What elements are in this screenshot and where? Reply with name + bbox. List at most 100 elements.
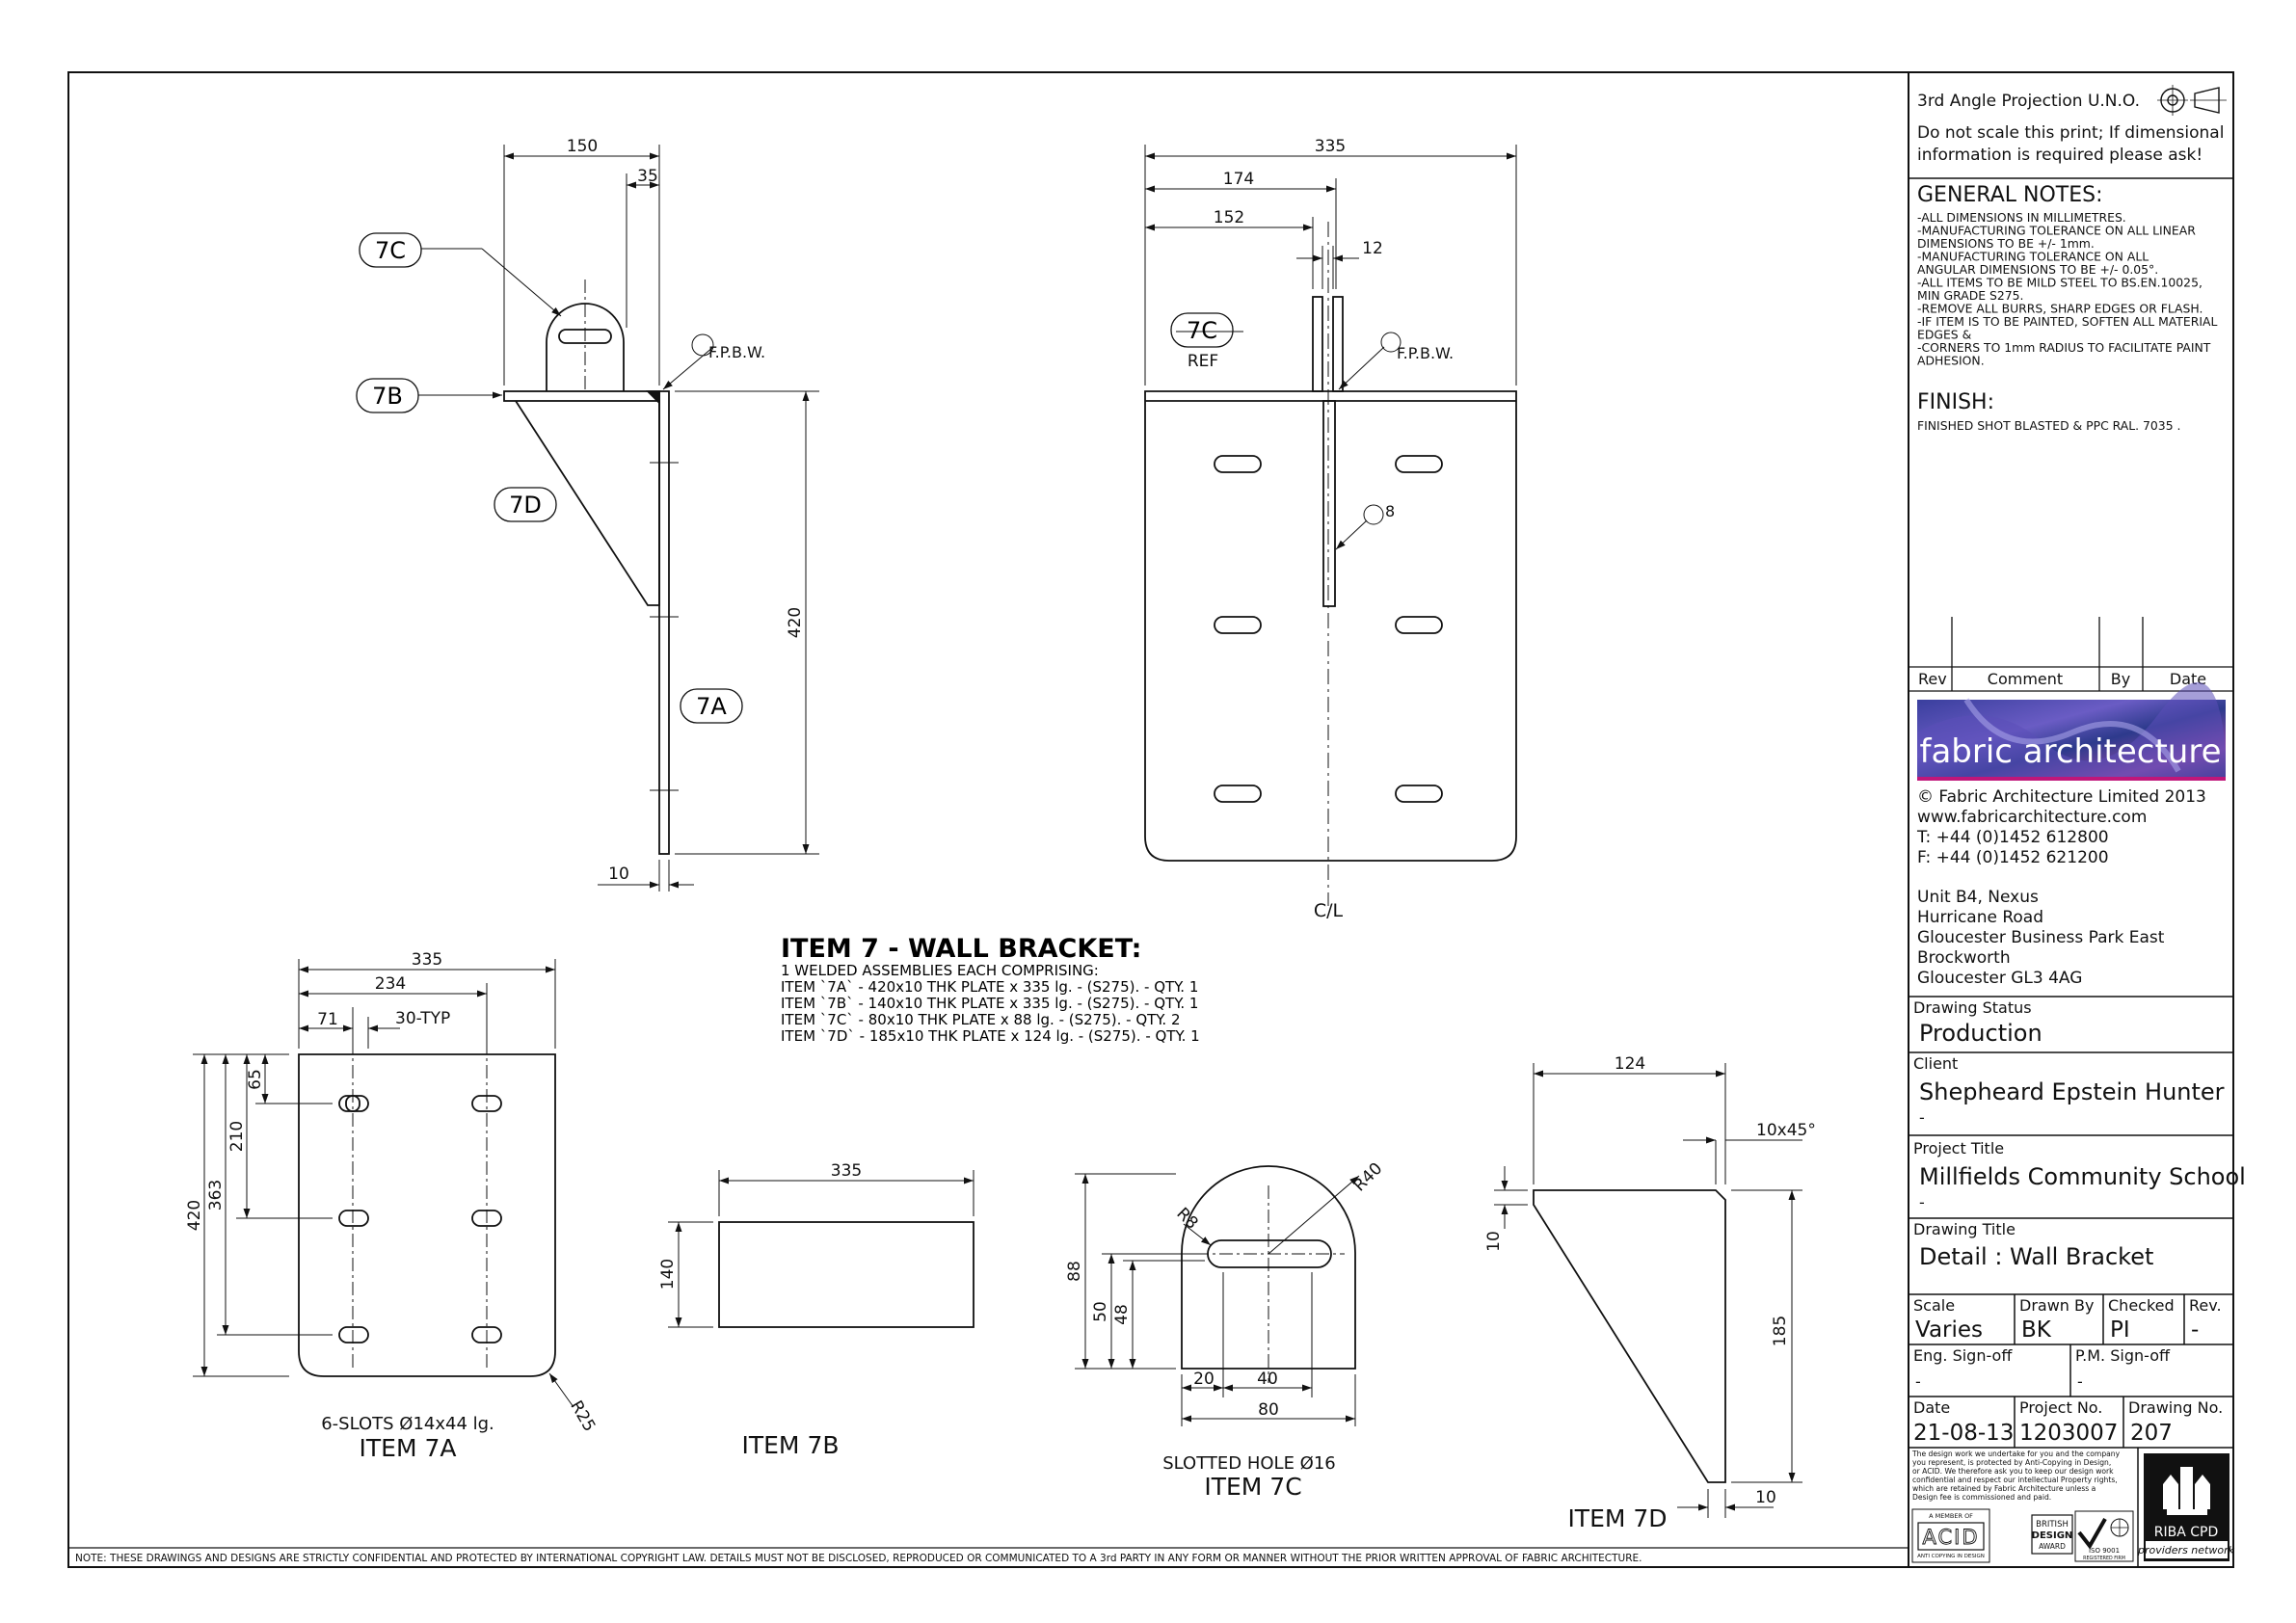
slotted-hole-note: SLOTTED HOLE Ø16 — [1162, 1453, 1336, 1474]
title-block-grid — [1909, 996, 2233, 1567]
date-value: 21-08-13 — [1913, 1421, 2014, 1446]
address-line-5: Gloucester GL3 4AG — [1917, 969, 2082, 988]
title-block: 3rd Angle Projection U.N.O. Do not scale… — [1909, 85, 2246, 1567]
weld-note: F.P.B.W. — [708, 343, 765, 361]
dim-48: 48 — [1112, 1304, 1132, 1325]
website: www.fabricarchitecture.com — [1917, 808, 2147, 827]
front-view-text: 335 174 152 12 F.P.B.W. 8 C/L REF — [1188, 137, 1454, 921]
balloon-7c: 7C — [375, 237, 406, 264]
eng-signoff-value: - — [1915, 1372, 1921, 1391]
slots-note: 6-SLOTS Ø14x44 lg. — [321, 1414, 494, 1434]
address-line-4: Brockworth — [1917, 948, 2011, 968]
british-design-award-badge-icon: BRITISH DESIGN AWARD — [2031, 1514, 2073, 1555]
date-label: Date — [1913, 1398, 1950, 1417]
dim-10-7d-b: 10 — [1755, 1488, 1776, 1507]
projection-symbol-icon — [2157, 85, 2227, 116]
general-note-12: ADHESION. — [1917, 354, 1985, 368]
item-7-line-2: ITEM `7A` - 420x10 THK PLATE x 335 lg. -… — [781, 978, 1198, 996]
general-note-8: -REMOVE ALL BURRS, SHARP EDGES OR FLASH. — [1917, 302, 2203, 316]
riba-cpd-badge-icon: RIBA CPD providers network — [2137, 1453, 2235, 1561]
svg-text:AWARD: AWARD — [2039, 1542, 2066, 1551]
scale-value: Varies — [1915, 1317, 1983, 1343]
general-note-4: -MANUFACTURING TOLERANCE ON ALL — [1917, 250, 2149, 264]
item-7a-dimensions — [193, 959, 574, 1408]
front-view-dimensions — [1144, 145, 1517, 550]
drawing-status-value: Production — [1919, 1020, 2042, 1047]
dim-174: 174 — [1223, 170, 1254, 189]
dim-71: 71 — [317, 1010, 338, 1029]
general-note-9: -IF ITEM IS TO BE PAINTED, SOFTEN ALL MA… — [1917, 314, 2217, 329]
dim-363: 363 — [206, 1180, 226, 1211]
address-line-1: Unit B4, Nexus — [1917, 888, 2039, 907]
caption-item-7d: ITEM 7D — [1567, 1504, 1667, 1532]
dim-420: 420 — [786, 607, 805, 638]
projection-text: 3rd Angle Projection U.N.O. — [1917, 92, 2140, 111]
checked-value: PI — [2110, 1317, 2130, 1343]
drawn-by-label: Drawn By — [2019, 1296, 2094, 1315]
side-view-text: 150 35 420 10 F.P.B.W. — [567, 137, 805, 884]
svg-text:or ACID. We therefore ask you: or ACID. We therefore ask you to keep ou… — [1912, 1467, 2114, 1476]
project-title-value: Millfields Community School — [1919, 1163, 2246, 1190]
checked-label: Checked — [2108, 1296, 2175, 1315]
dim-30-typ: 30-TYP — [395, 1009, 450, 1028]
iso-9001-badge-icon: ISO 9001 REGISTERED FIRM — [2074, 1510, 2134, 1562]
general-note-1: -ALL DIMENSIONS IN MILLIMETRES. — [1917, 210, 2126, 225]
caption-item-7b: ITEM 7B — [741, 1431, 839, 1459]
dim-185: 185 — [1771, 1316, 1790, 1346]
svg-text:confidential and respect our i: confidential and respect our intellectua… — [1912, 1476, 2118, 1484]
item-7d-text: 124 10x45° 10 185 10 ITEM 7D — [1484, 1054, 1816, 1532]
item-7b-view — [718, 1221, 974, 1328]
general-note-3: DIMENSIONS TO BE +/- 1mm. — [1917, 236, 2095, 251]
side-view-dimensions — [418, 145, 819, 891]
dim-335-front: 335 — [1315, 137, 1346, 156]
copyright-line: © Fabric Architecture Limited 2013 — [1917, 787, 2206, 807]
general-note-7: MIN GRADE S275. — [1917, 288, 2024, 303]
svg-text:you represent, is protected by: you represent, is protected by Anti-Copy… — [1912, 1458, 2111, 1467]
dim-150: 150 — [567, 137, 598, 156]
rev-label: Rev. — [2189, 1296, 2222, 1315]
address-line-2: Hurricane Road — [1917, 908, 2043, 927]
item-7d-dimensions — [1494, 1063, 1802, 1518]
drawing-no-label: Drawing No. — [2128, 1398, 2223, 1417]
comment-column-header: Comment — [1988, 670, 2063, 688]
dim-40: 40 — [1257, 1370, 1278, 1389]
scale-warning-line-1: Do not scale this print; If dimensional — [1917, 123, 2224, 143]
client-sub: - — [1919, 1108, 1925, 1127]
address-line-3: Gloucester Business Park East — [1917, 928, 2165, 947]
svg-text:ACID: ACID — [1922, 1526, 1979, 1549]
item-7c-view — [1181, 1165, 1356, 1383]
rev-value: - — [2191, 1317, 2199, 1343]
sheet-border — [67, 71, 2234, 1568]
dim-210: 210 — [227, 1121, 247, 1152]
dim-80: 80 — [1258, 1400, 1279, 1420]
item-7-note: ITEM 7 - WALL BRACKET: 1 WELDED ASSEMBLI… — [781, 934, 1200, 1045]
confidentiality-note: NOTE: THESE DRAWINGS AND DESIGNS ARE STR… — [75, 1553, 1642, 1564]
dim-335-7b: 335 — [831, 1161, 862, 1181]
acid-notice: The design work we undertake for you and… — [1911, 1450, 2121, 1502]
svg-text:The design work we undertake f: The design work we undertake for you and… — [1911, 1450, 2121, 1458]
dim-r40: R40 — [1350, 1159, 1387, 1196]
svg-text:ANTI COPYING IN DESIGN: ANTI COPYING IN DESIGN — [1917, 1554, 1985, 1559]
item-7a-view — [298, 1041, 556, 1377]
balloon-7d: 7D — [509, 492, 542, 519]
dim-12: 12 — [1362, 239, 1383, 258]
general-note-11: -CORNERS TO 1mm RADIUS TO FACILITATE PAI… — [1917, 340, 2211, 355]
dim-335-7a: 335 — [412, 950, 442, 970]
scale-label: Scale — [1913, 1296, 1955, 1315]
dim-r8: R8 — [1172, 1204, 1201, 1233]
dim-140: 140 — [658, 1259, 678, 1290]
client-value: Shepheard Epstein Hunter — [1919, 1078, 2225, 1105]
svg-text:DESIGN: DESIGN — [2032, 1530, 2073, 1541]
scale-warning-line-2: information is required please ask! — [1917, 146, 2203, 165]
balloon-7c-ref-outline — [1170, 312, 1234, 348]
general-note-5: ANGULAR DIMENSIONS TO BE +/- 0.05°. — [1917, 262, 2158, 277]
ref-label: REF — [1188, 352, 1218, 371]
pm-signoff-value: - — [2077, 1372, 2083, 1391]
dim-65: 65 — [246, 1069, 265, 1090]
project-title-label: Project Title — [1913, 1139, 2004, 1157]
general-note-2: -MANUFACTURING TOLERANCE ON ALL LINEAR — [1917, 224, 2196, 238]
drawing-no-value: 207 — [2130, 1421, 2173, 1446]
drawing-title-label: Drawing Title — [1913, 1220, 2016, 1238]
general-notes: -ALL DIMENSIONS IN MILLIMETRES. -MANUFAC… — [1917, 210, 2217, 368]
